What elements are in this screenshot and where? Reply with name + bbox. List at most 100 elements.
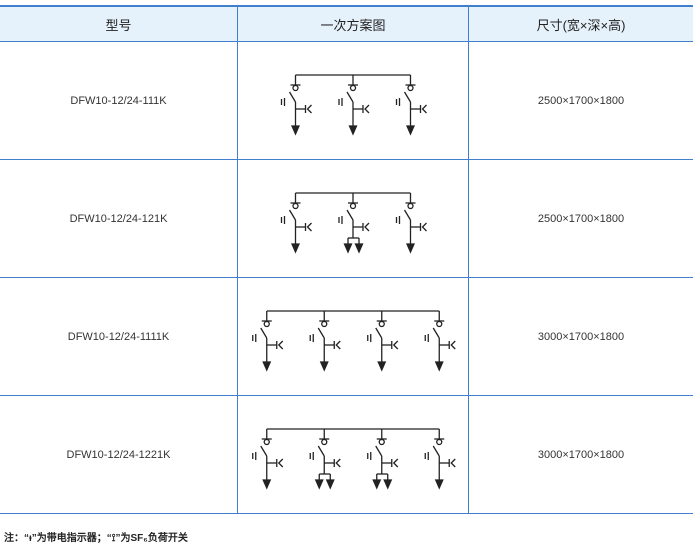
switch-blade <box>346 209 354 221</box>
earth-symbol <box>421 104 427 114</box>
switch-unit <box>395 193 427 254</box>
switch-blade <box>403 209 412 221</box>
scheme-diagram-cell <box>237 395 469 514</box>
indicator-icon <box>263 320 270 328</box>
cable-arrow-icon <box>291 243 300 254</box>
cable-arrow-icon <box>383 479 393 490</box>
indicator-icon <box>378 438 385 446</box>
switch-unit <box>424 429 456 490</box>
single-line-diagram <box>280 74 427 136</box>
header-model: 型号 <box>0 5 238 42</box>
switch-unit <box>280 193 312 254</box>
switch-blade <box>317 327 325 339</box>
note-mid: ”为带电指示器；“ <box>31 533 112 544</box>
note-suffix: ”为SF₆负荷开关 <box>115 533 188 544</box>
switch-blade <box>260 327 268 339</box>
earth-symbol <box>421 222 427 232</box>
indicator-icon <box>407 202 414 210</box>
switch-unit <box>252 311 284 372</box>
cable-arrow-icon <box>314 479 324 490</box>
size-cell: 3000×1700×1800 <box>468 395 693 514</box>
indicator-icon <box>321 438 328 446</box>
scheme-diagram-cell <box>237 277 469 396</box>
earth-symbol <box>306 104 312 114</box>
model-cell: DFW10-12/24-1111K <box>0 277 238 396</box>
switch-blade <box>375 445 383 457</box>
switch-unit <box>367 429 399 490</box>
cable-arrow-icon <box>406 125 415 136</box>
switch-blade <box>288 91 297 103</box>
earth-symbol <box>450 458 456 468</box>
table-row: DFW10-12/24-111K 2500×1700×1800 <box>0 41 693 160</box>
single-line-diagram <box>252 428 456 490</box>
switch-unit <box>252 429 284 490</box>
switch-blade <box>403 91 412 103</box>
scheme-diagram-cell <box>237 41 469 160</box>
earth-symbol <box>364 222 370 232</box>
switch-blade <box>346 91 354 103</box>
switch-blade <box>432 445 440 457</box>
size-cell: 3000×1700×1800 <box>468 277 693 396</box>
indicator-icon <box>436 320 443 328</box>
scheme-diagram-cell <box>237 159 469 278</box>
header-scheme: 一次方案图 <box>237 5 469 42</box>
header-size: 尺寸(宽×深×高) <box>468 5 693 42</box>
cable-arrow-icon <box>406 243 415 254</box>
switch-unit <box>338 75 370 136</box>
footnote: 注：“ᵼ”为带电指示器；“⟟”为SF₆负荷开关 <box>4 529 188 544</box>
size-cell: 2500×1700×1800 <box>468 41 693 160</box>
indicator-icon <box>436 438 443 446</box>
earth-symbol <box>306 222 312 232</box>
switch-blade <box>288 209 297 221</box>
earth-symbol <box>450 340 456 350</box>
single-line-diagram <box>280 192 427 254</box>
switch-unit <box>338 193 370 254</box>
cable-arrow-icon <box>377 361 387 372</box>
product-table: 型号 一次方案图 尺寸(宽×深×高) DFW10-12/24-111K 2500×… <box>0 5 693 514</box>
indicator-icon <box>349 84 357 92</box>
indicator-icon <box>263 438 270 446</box>
single-line-diagram <box>252 310 456 372</box>
table-row: DFW10-12/24-1111K 3000×1700×1800 <box>0 277 693 396</box>
indicator-icon <box>292 202 299 210</box>
cable-arrow-icon <box>291 125 300 136</box>
cable-arrow-icon <box>319 361 329 372</box>
cable-arrow-icon <box>262 479 272 490</box>
earth-symbol <box>335 458 341 468</box>
size-cell: 2500×1700×1800 <box>468 159 693 278</box>
switch-blade <box>432 327 440 339</box>
earth-symbol <box>392 340 399 350</box>
cable-arrow-icon <box>354 243 364 254</box>
indicator-icon <box>407 84 414 92</box>
switch-blade <box>375 327 383 339</box>
switch-unit <box>280 75 312 136</box>
load-switch-symbol-icon: ⟟ <box>111 533 116 544</box>
switch-blade <box>260 445 268 457</box>
cable-arrow-icon <box>434 361 444 372</box>
switch-unit <box>395 75 427 136</box>
earth-symbol <box>392 458 399 468</box>
switch-unit <box>424 311 456 372</box>
indicator-icon <box>349 202 357 210</box>
earth-symbol <box>277 340 284 350</box>
earth-symbol <box>335 340 341 350</box>
cable-arrow-icon <box>325 479 335 490</box>
earth-symbol <box>277 458 284 468</box>
model-cell: DFW10-12/24-111K <box>0 41 238 160</box>
indicator-icon <box>292 84 299 92</box>
indicator-symbol-icon: ᵼ <box>29 533 32 544</box>
switch-blade <box>317 445 325 457</box>
cable-arrow-icon <box>348 125 358 136</box>
model-cell: DFW10-12/24-1221K <box>0 395 238 514</box>
switch-unit <box>367 311 399 372</box>
cable-arrow-icon <box>372 479 382 490</box>
cable-arrow-icon <box>434 479 444 490</box>
note-prefix: 注：“ <box>4 533 29 544</box>
cable-arrow-icon <box>262 361 272 372</box>
earth-symbol <box>364 104 370 114</box>
switch-unit <box>309 429 341 490</box>
indicator-icon <box>378 320 385 328</box>
switch-unit <box>309 311 341 372</box>
table-row: DFW10-12/24-1221K 3000×1700×1800 <box>0 395 693 514</box>
